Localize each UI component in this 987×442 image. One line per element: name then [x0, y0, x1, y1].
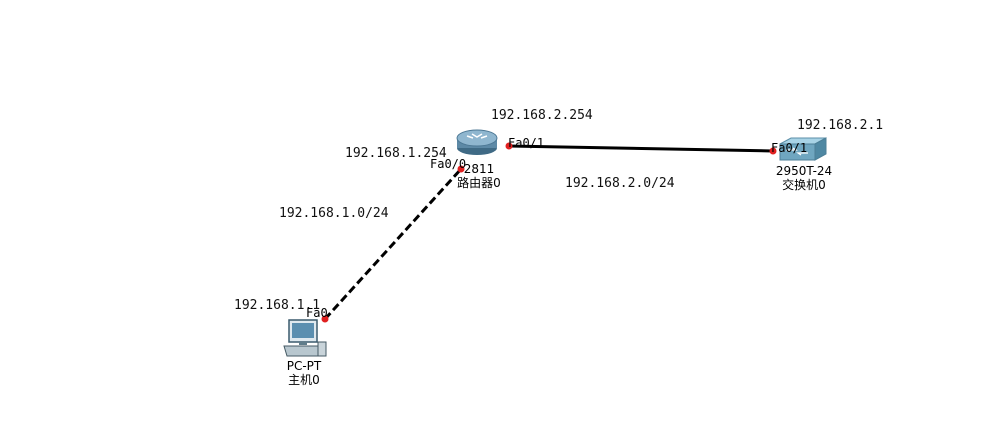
router-model-label: 2811 [463, 162, 495, 176]
pc-model-label: PC-PT [286, 359, 322, 373]
switch-port-fa01-label: Fa0/1 [771, 141, 808, 155]
port-dot-switch-fa01 [769, 147, 777, 155]
link-pc-router[interactable] [323, 167, 463, 321]
pc-name-label: 主机0 [288, 373, 320, 387]
router-port-fa01-label: Fa0/1 [508, 136, 545, 150]
pc-icon[interactable] [283, 319, 327, 357]
network-left-label: 192.168.1.0/24 [279, 206, 389, 221]
port-dot-router-fa00 [457, 165, 465, 173]
switch-name-label: 交换机0 [782, 178, 826, 192]
link-router-switch[interactable] [508, 144, 774, 153]
pc-ip-label: 192.168.1.1 [234, 298, 321, 313]
router-label[interactable]: 2811 路由器0 [456, 162, 502, 190]
switch-icon[interactable] [779, 137, 827, 161]
router-name-label: 路由器0 [457, 176, 501, 190]
router-icon[interactable] [456, 129, 498, 155]
pc-label[interactable]: PC-PT 主机0 [279, 359, 329, 387]
router-port-fa00-label: Fa0/0 [430, 157, 467, 171]
port-dot-router-fa01 [505, 142, 513, 150]
switch-label[interactable]: 2950T-24 交换机0 [769, 164, 839, 192]
network-right-label: 192.168.2.0/24 [565, 176, 675, 191]
switch-model-label: 2950T-24 [775, 164, 833, 178]
router-wan-ip-label: 192.168.2.254 [491, 108, 593, 123]
port-dot-pc-fa0 [321, 315, 329, 323]
switch-ip-label: 192.168.2.1 [797, 118, 884, 133]
router-lan-ip-label: 192.168.1.254 [345, 146, 447, 161]
pc-port-fa0-label: Fa0 [306, 306, 328, 320]
